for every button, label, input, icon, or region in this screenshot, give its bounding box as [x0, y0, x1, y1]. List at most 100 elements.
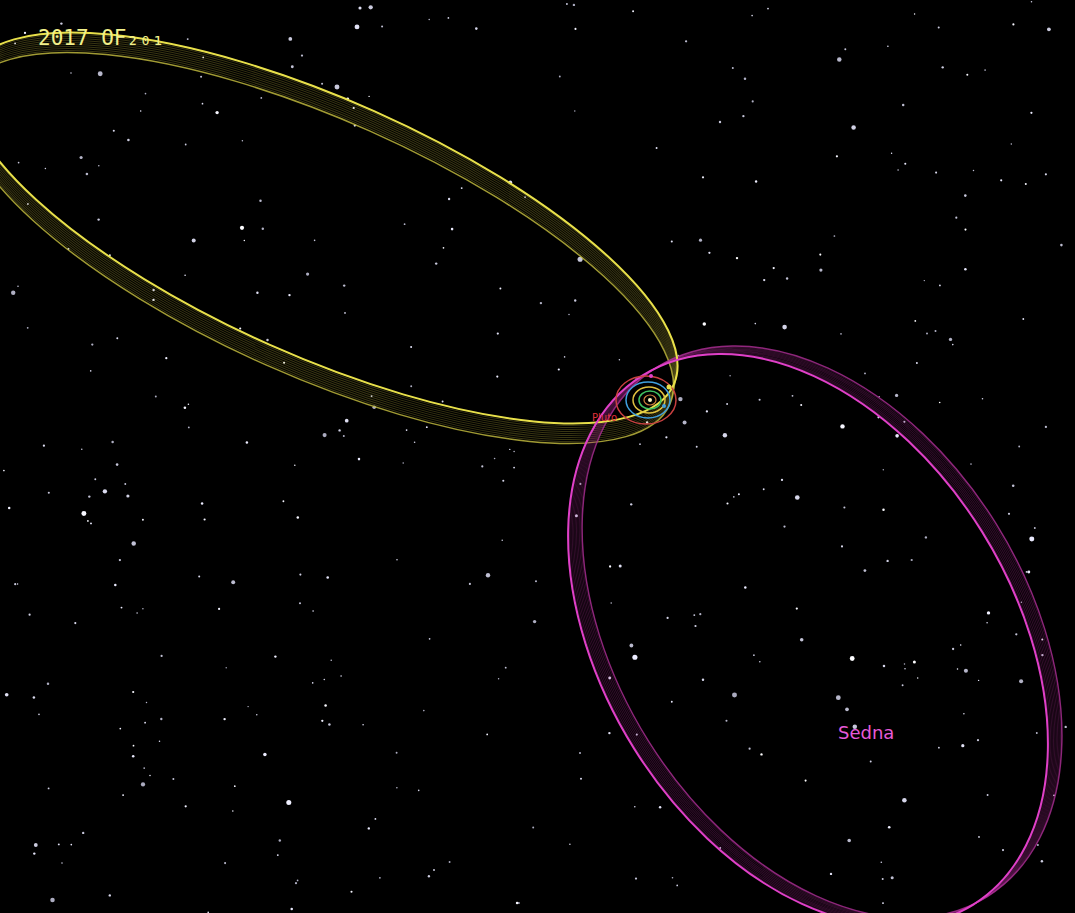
- star: [282, 500, 284, 502]
- star: [978, 836, 980, 838]
- star: [887, 45, 889, 47]
- star: [113, 130, 115, 132]
- star: [678, 397, 682, 401]
- star: [795, 495, 800, 500]
- star: [294, 464, 296, 466]
- star: [414, 441, 416, 443]
- star: [192, 238, 196, 242]
- star-field: [3, 1, 1067, 913]
- star: [47, 683, 49, 685]
- star: [702, 678, 704, 680]
- star: [1034, 527, 1036, 529]
- star: [226, 667, 227, 668]
- star: [234, 785, 236, 787]
- star: [672, 877, 674, 879]
- star: [671, 701, 673, 703]
- star: [448, 17, 450, 19]
- star: [559, 76, 561, 78]
- star: [418, 790, 420, 792]
- star: [97, 218, 99, 220]
- star: [851, 125, 856, 130]
- star: [449, 861, 451, 863]
- star: [744, 586, 746, 588]
- star: [242, 140, 244, 142]
- star: [574, 299, 576, 301]
- star: [635, 877, 637, 879]
- star: [435, 262, 437, 264]
- orbit-band: [469, 267, 1075, 913]
- star: [723, 433, 727, 437]
- star: [17, 583, 18, 584]
- star: [913, 661, 916, 664]
- star: [188, 404, 190, 406]
- star: [451, 228, 454, 231]
- star: [94, 478, 96, 480]
- star: [314, 239, 316, 241]
- star: [127, 139, 130, 142]
- star: [939, 285, 941, 287]
- yellow-orbit: [0, 0, 726, 502]
- star: [926, 333, 928, 335]
- star: [426, 426, 428, 428]
- star: [736, 257, 738, 259]
- star: [1000, 179, 1002, 181]
- star: [442, 401, 444, 403]
- orbit-band: [0, 0, 723, 516]
- star: [902, 798, 907, 803]
- star: [630, 644, 634, 648]
- star: [569, 843, 570, 844]
- star: [751, 15, 753, 17]
- star: [358, 458, 361, 461]
- star: [312, 682, 314, 684]
- star: [145, 93, 147, 95]
- star: [279, 839, 281, 841]
- star: [830, 873, 832, 875]
- star: [160, 718, 162, 720]
- star: [1041, 860, 1043, 862]
- star: [782, 325, 787, 330]
- star: [609, 565, 611, 567]
- star: [143, 767, 145, 769]
- star: [902, 684, 904, 686]
- star: [911, 559, 913, 561]
- star: [142, 519, 144, 521]
- star: [726, 403, 728, 405]
- star: [5, 693, 9, 697]
- star: [533, 620, 536, 623]
- star: [374, 818, 376, 820]
- star: [886, 560, 888, 562]
- star: [781, 479, 783, 481]
- star: [368, 827, 370, 829]
- star: [987, 611, 990, 614]
- star: [763, 279, 765, 281]
- star: [957, 668, 958, 669]
- star: [469, 583, 471, 585]
- star: [759, 399, 761, 401]
- star: [1027, 571, 1030, 574]
- star: [694, 625, 696, 627]
- star: [916, 362, 918, 364]
- star: [141, 782, 145, 786]
- star: [880, 861, 882, 863]
- star: [864, 372, 866, 374]
- star: [883, 469, 884, 470]
- star: [330, 660, 331, 661]
- star: [505, 667, 507, 669]
- star: [277, 854, 279, 856]
- star: [844, 48, 846, 50]
- star: [321, 83, 323, 85]
- star: [274, 655, 276, 657]
- star: [260, 97, 262, 99]
- star: [895, 394, 898, 397]
- star: [149, 775, 150, 776]
- star: [904, 668, 906, 670]
- orbit-band: [476, 263, 1075, 913]
- star: [702, 176, 704, 178]
- star: [693, 614, 695, 616]
- star: [109, 894, 111, 896]
- star: [244, 240, 246, 242]
- star: [535, 580, 537, 582]
- star: [340, 675, 342, 677]
- star: [497, 332, 499, 334]
- star: [290, 908, 293, 911]
